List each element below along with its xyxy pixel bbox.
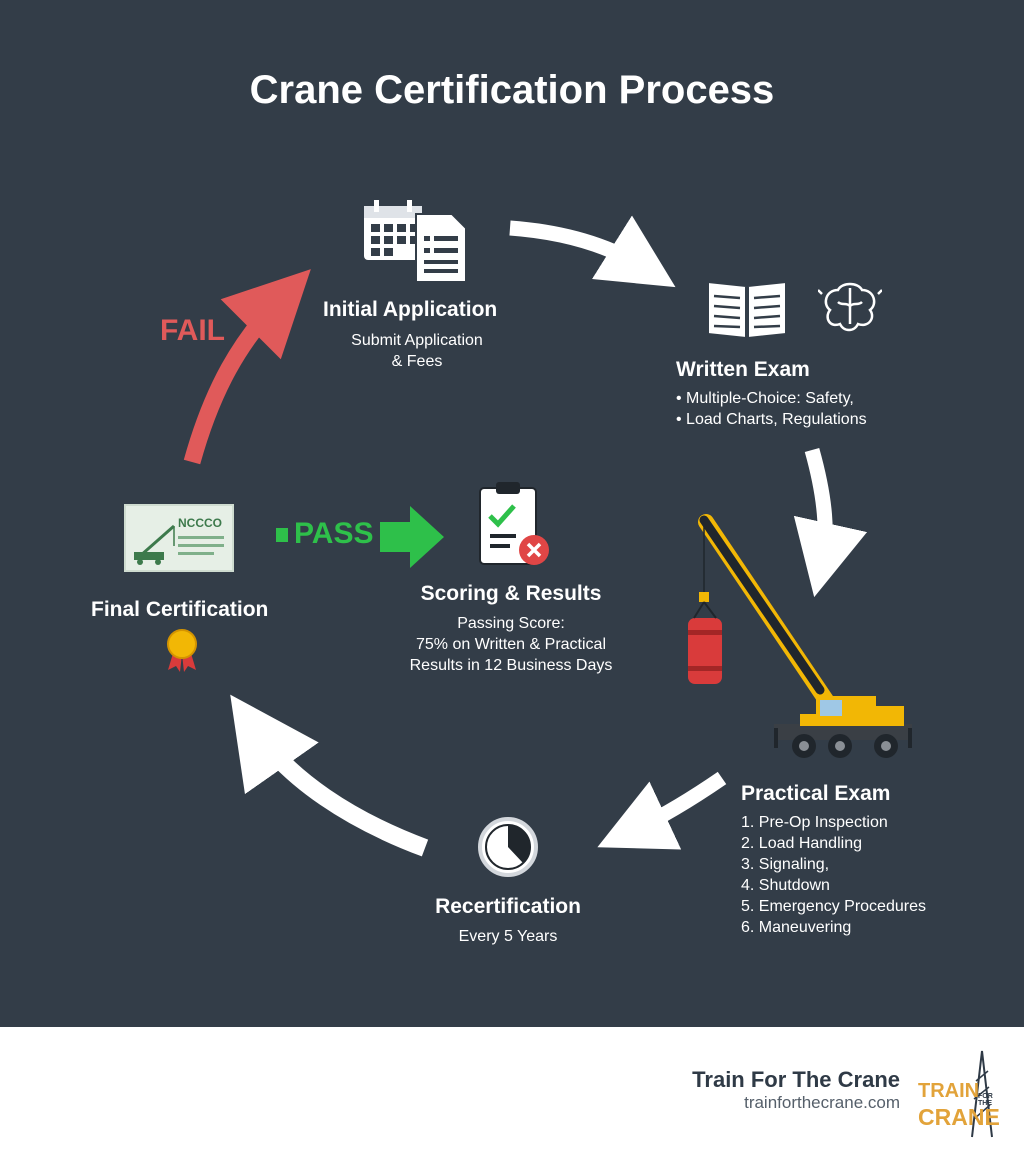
flow-arrows [183,215,868,857]
brain-icon [818,282,882,332]
scoring-line: Results in 12 Business Days [409,657,613,674]
diagram-canvas: Crane Certification Process Initial Appl… [0,0,1024,1027]
final-certification-heading: Final Certification [91,598,269,621]
arrow-written-to-practical [793,447,868,598]
logo-line-forthe: FOR THE [978,1093,993,1107]
page-title: Crane Certification Process [249,68,775,112]
recertification-text: Every 5 Years [458,928,558,945]
scoring-heading: Scoring & Results [420,582,602,605]
arrow-recert-to-final [230,694,429,857]
arrow-fail [183,269,311,465]
brand-name: Train For The Crane [692,1067,900,1092]
practical-item: 3. Signaling, [741,856,830,873]
practical-item: 1. Pre-Op Inspection [741,814,888,831]
clock-icon [478,817,538,877]
initial-application-text: Submit Application & Fees [323,330,511,372]
arrow-application-to-written [509,215,676,288]
scoring-text: Passing Score: 75% on Written & Practica… [391,613,631,676]
scoring-line: 75% on Written & Practical [415,636,606,653]
certificate-badge-text: NCCCO [178,516,222,530]
brand-url[interactable]: trainforthecrane.com [744,1093,900,1112]
arrow-practical-to-recert [597,771,727,850]
pass-arrow-head [380,506,444,568]
initial-line: & Fees [391,353,443,370]
logo-line-train: TRAIN [918,1080,980,1102]
logo-icon: TRAIN FOR THE CRANE [918,1049,1004,1139]
pass-arrow-tail [276,528,288,542]
certificate-icon: NCCCO [124,504,234,572]
practical-item: 2. Load Handling [741,835,862,852]
crane-icon [688,514,912,758]
book-icon [707,280,787,340]
practical-item: 4. Shutdown [741,877,830,894]
scoring-line: Passing Score: [457,615,565,632]
written-exam-heading: Written Exam [676,358,810,381]
calendar-icon [364,200,422,260]
logo-line-crane: CRANE [918,1104,1000,1130]
practical-item: 6. Maneuvering [741,919,852,936]
written-exam-text: • Multiple-Choice: Safety, • Load Charts… [676,388,867,430]
practical-item: 5. Emergency Procedures [741,898,926,915]
pass-label: PASS [294,517,374,550]
practical-exam-list: 1. Pre-Op Inspection 2. Load Handling 3.… [741,812,926,938]
initial-application-heading: Initial Application [323,298,498,321]
written-line: • Load Charts, Regulations [676,411,867,428]
practical-exam-heading: Practical Exam [741,782,891,805]
recertification-heading: Recertification [435,895,581,918]
fail-label: FAIL [160,314,225,347]
footer: Train For The Crane trainforthecrane.com… [0,1027,1024,1154]
medal-icon [167,629,197,672]
logo-tower-icon [971,1050,993,1138]
initial-line: Submit Application [351,332,483,349]
certificate-crane-icon [134,524,175,565]
clipboard-icon [479,482,549,565]
written-line: • Multiple-Choice: Safety, [676,390,854,407]
document-icon [415,213,467,283]
